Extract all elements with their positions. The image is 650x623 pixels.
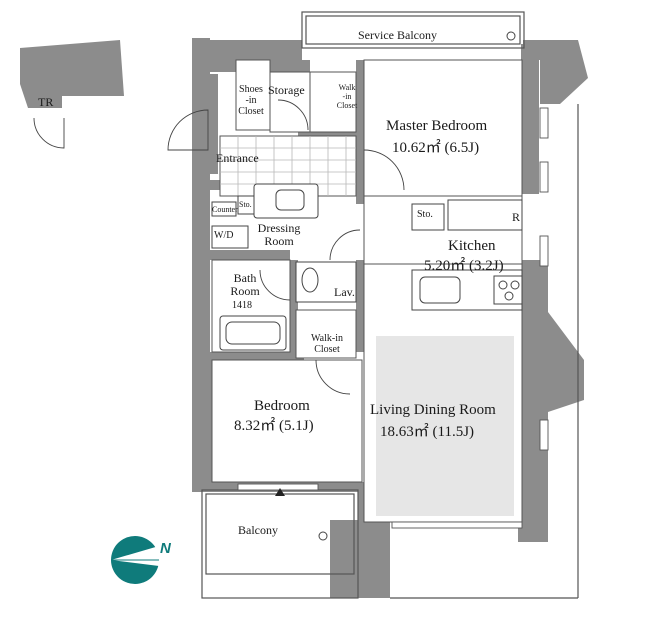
counter-label: Counter xyxy=(212,205,238,214)
living-floor-area xyxy=(376,336,514,516)
dressing-sto-label: Sto. xyxy=(239,200,252,209)
bedroom-area: 8.32㎡ (5.1J) xyxy=(234,418,314,434)
kitchen-sto-label: Sto. xyxy=(417,209,433,220)
shoes-closet-line1: Shoes xyxy=(239,84,263,95)
living-dining-area: 18.63㎡ (11.5J) xyxy=(380,424,475,440)
shoes-closet-line2: -in xyxy=(245,95,257,106)
walkin-closet-line2: Closet xyxy=(314,344,340,355)
walkin-top-line3: Closet xyxy=(336,100,358,110)
balcony-label: Balcony xyxy=(238,523,278,537)
dressing-room-line2: Room xyxy=(264,234,294,249)
bath-room-line1: Bath xyxy=(233,271,257,285)
windows xyxy=(237,107,549,529)
walkin-closet-label: Walk-in Closet xyxy=(300,333,354,355)
bath-size-label: 1418 xyxy=(232,300,252,311)
bathtub xyxy=(219,315,287,351)
kitchen-name: Kitchen xyxy=(448,238,496,254)
dressing-room-line1: Dressing xyxy=(257,221,301,235)
lavatory-label: Lav. xyxy=(334,285,355,299)
bedroom-name: Bedroom xyxy=(254,398,310,414)
toilet xyxy=(295,261,357,303)
kitchen-area: 5.20㎡ (3.2J) xyxy=(424,258,504,274)
drain-icon xyxy=(318,531,328,541)
master-bedroom-area: 10.62㎡ (6.5J) xyxy=(392,140,480,156)
entrance-label: Entrance xyxy=(216,151,259,165)
bath-room-label: Bath Room xyxy=(226,271,264,299)
north-label: N xyxy=(160,540,171,557)
service-balcony-label: Service Balcony xyxy=(358,28,437,42)
kitchen-counter xyxy=(411,199,523,311)
dressing-fixtures xyxy=(211,183,319,249)
walkin-top-line2: -in xyxy=(342,91,352,101)
living-dining-name: Living Dining Room xyxy=(370,402,496,418)
walkin-closet-line1: Walk-in xyxy=(311,333,343,344)
shoes-closet-line3: Closet xyxy=(238,106,264,117)
dressing-room-label: Dressing Room xyxy=(248,221,310,249)
compass-icon xyxy=(111,536,159,584)
walkin-top-label: Walk -in Closet xyxy=(332,83,362,110)
refrigerator-label: R xyxy=(512,210,521,224)
drain-icon xyxy=(506,31,516,41)
walkin-top-line1: Walk xyxy=(338,83,356,92)
storage-label: Storage xyxy=(268,83,305,97)
tr-label: TR xyxy=(38,95,54,109)
entry-arrow-icon xyxy=(275,488,285,496)
door-swings xyxy=(33,99,405,395)
wd-label: W/D xyxy=(214,230,234,241)
bath-room-line2: Room xyxy=(230,284,260,299)
shoes-closet-label: Shoes -in Closet xyxy=(234,84,268,117)
master-bedroom-name: Master Bedroom xyxy=(386,118,488,134)
